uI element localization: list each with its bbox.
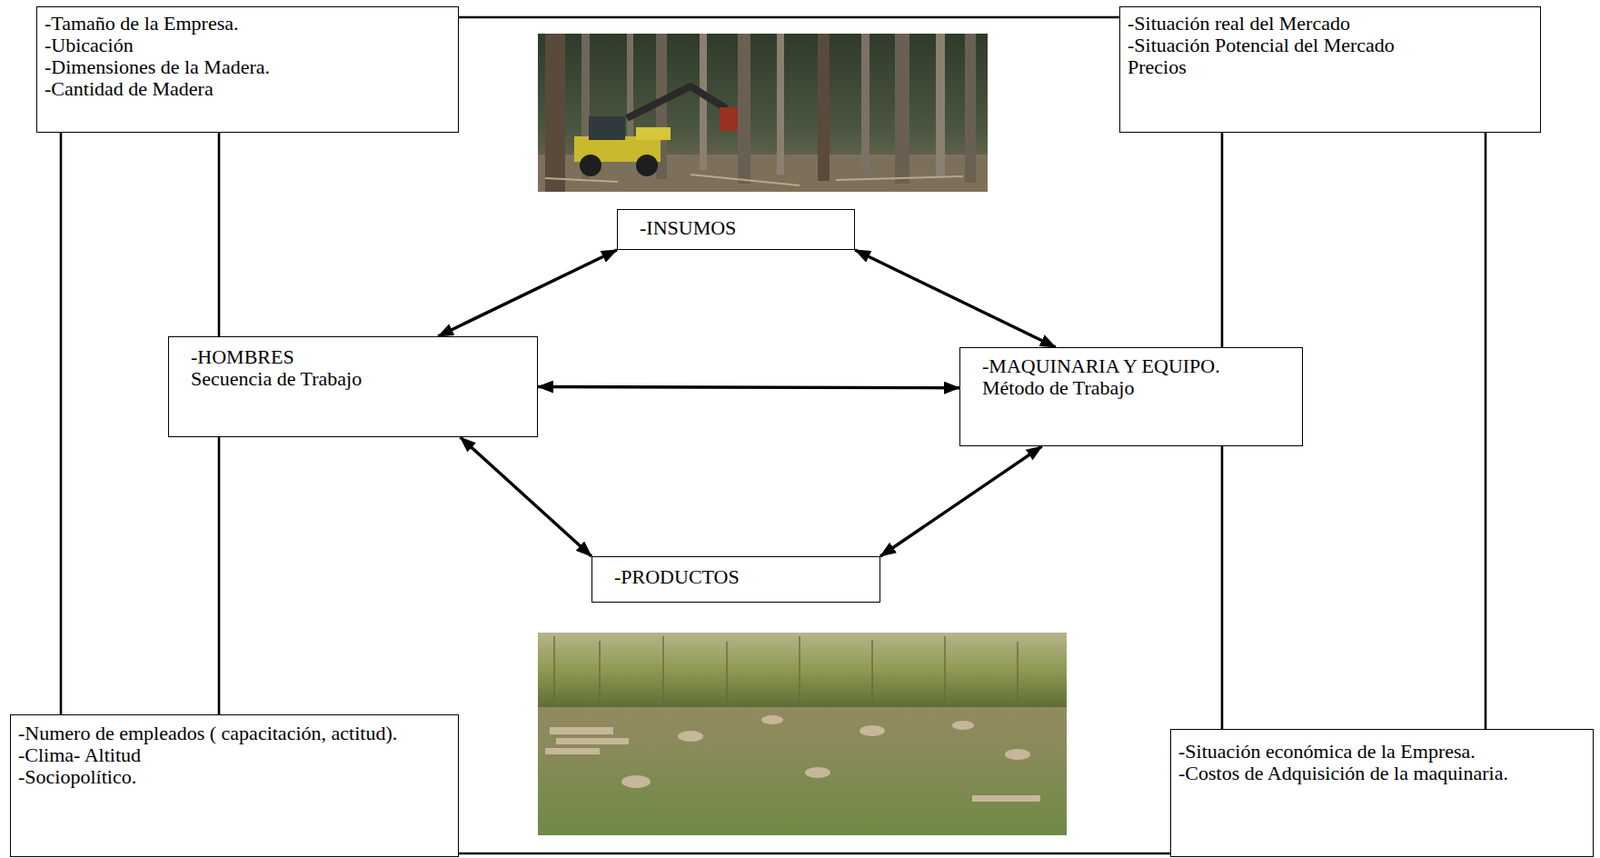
link-line bbox=[458, 16, 1120, 20]
process-box: -PRODUCTOS bbox=[591, 556, 881, 603]
box-text: -Costos de Adquisición de la maquinaria. bbox=[1178, 762, 1586, 785]
clearcut-photo bbox=[537, 632, 1067, 835]
box-text: -Tamaño de la Empresa. bbox=[44, 12, 451, 35]
process-box: -HOMBRESSecuencia de Trabajo bbox=[168, 336, 538, 438]
factor-box: -Situación real del Mercado-Situación Po… bbox=[1119, 6, 1541, 133]
box-text: -Situación real del Mercado bbox=[1127, 12, 1533, 35]
link-line bbox=[218, 437, 221, 715]
process-box: -INSUMOS bbox=[616, 208, 855, 250]
box-text: -HOMBRES bbox=[190, 346, 530, 368]
factor-box: -Tamaño de la Empresa.-Ubicación-Dimensi… bbox=[36, 6, 459, 133]
factor-box: -Situación económica de la Empresa.-Cost… bbox=[1170, 728, 1594, 857]
box-text: -Situación económica de la Empresa. bbox=[1178, 740, 1586, 763]
box-text: -Cantidad de Madera bbox=[44, 78, 451, 100]
box-text: -Ubicación bbox=[44, 34, 451, 57]
box-text: Secuencia de Trabajo bbox=[190, 367, 530, 390]
double-arrow bbox=[460, 437, 592, 557]
double-arrow bbox=[880, 446, 1043, 557]
box-text: -Clima- Altitud bbox=[18, 744, 451, 766]
box-text: -INSUMOS bbox=[639, 217, 847, 239]
factor-box: -Numero de empleados ( capacitación, act… bbox=[9, 714, 459, 857]
box-text: -Sociopolítico. bbox=[18, 765, 451, 788]
forest-photo bbox=[537, 33, 988, 192]
link-line bbox=[59, 132, 63, 715]
double-arrow bbox=[437, 249, 617, 337]
double-arrow bbox=[537, 387, 960, 388]
box-text: Método de Trabajo bbox=[982, 377, 1295, 399]
link-line bbox=[1221, 446, 1224, 729]
link-line bbox=[458, 852, 1171, 855]
link-line bbox=[218, 132, 221, 337]
double-arrow bbox=[854, 249, 1056, 348]
box-text: -Dimensiones de la Madera. bbox=[44, 56, 451, 79]
box-text: -PRODUCTOS bbox=[614, 566, 873, 588]
process-box: -MAQUINARIA Y EQUIPO.Método de Trabajo bbox=[959, 347, 1303, 447]
box-text: Precios bbox=[1127, 56, 1533, 79]
box-text: -MAQUINARIA Y EQUIPO. bbox=[982, 355, 1295, 378]
link-line bbox=[1221, 132, 1224, 348]
link-line bbox=[1484, 132, 1488, 729]
box-text: -Situación Potencial del Mercado bbox=[1127, 34, 1533, 57]
box-text: -Numero de empleados ( capacitación, act… bbox=[18, 722, 451, 745]
